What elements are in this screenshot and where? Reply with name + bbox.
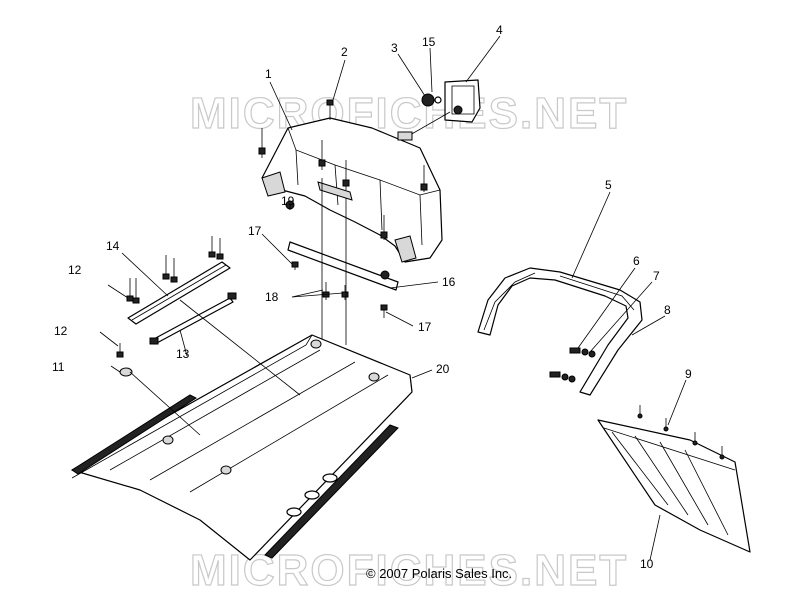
callout-8: 8 bbox=[664, 303, 671, 317]
callout-9: 9 bbox=[685, 367, 692, 381]
watermark-bottom: MICROFICHES.NET bbox=[190, 546, 628, 595]
callout-2: 2 bbox=[341, 45, 348, 59]
callout-20: 20 bbox=[436, 362, 450, 376]
callout-5: 5 bbox=[605, 178, 612, 192]
callout-16: 16 bbox=[442, 275, 456, 289]
callout-12b: 12 bbox=[68, 263, 82, 277]
assembly-lines bbox=[321, 178, 347, 345]
side-rail bbox=[116, 236, 237, 377]
tunnel bbox=[71, 334, 413, 561]
callout-1: 1 bbox=[265, 67, 272, 81]
callout-18: 18 bbox=[265, 290, 279, 304]
rear-bumper bbox=[477, 267, 643, 396]
callout-11: 11 bbox=[52, 360, 65, 374]
callout-14: 14 bbox=[106, 239, 120, 253]
taillight-assembly bbox=[397, 79, 481, 141]
callout-17a: 17 bbox=[248, 224, 262, 238]
copyright-notice: © 2007 Polaris Sales Inc. bbox=[366, 566, 512, 581]
callout-17b: 17 bbox=[418, 320, 432, 334]
mounting-strip bbox=[285, 200, 399, 318]
callout-15: 15 bbox=[422, 35, 436, 49]
housing-bolts bbox=[258, 99, 428, 240]
snow-flap bbox=[597, 405, 751, 553]
callouts: 1 2 3 4 5 6 7 8 9 10 11 12 12 13 14 15 1… bbox=[52, 23, 692, 571]
callout-13: 13 bbox=[176, 347, 190, 361]
callout-3: 3 bbox=[391, 41, 398, 55]
callout-7: 7 bbox=[653, 269, 660, 283]
callout-6: 6 bbox=[633, 254, 640, 268]
watermark-top: MICROFICHES.NET bbox=[190, 89, 628, 138]
callout-10: 10 bbox=[640, 557, 654, 571]
callout-12a: 12 bbox=[54, 324, 68, 338]
rear-bracket-housing bbox=[261, 117, 443, 263]
callout-19: 19 bbox=[281, 194, 295, 208]
callout-4: 4 bbox=[496, 23, 503, 37]
leader-lines bbox=[99, 35, 687, 561]
